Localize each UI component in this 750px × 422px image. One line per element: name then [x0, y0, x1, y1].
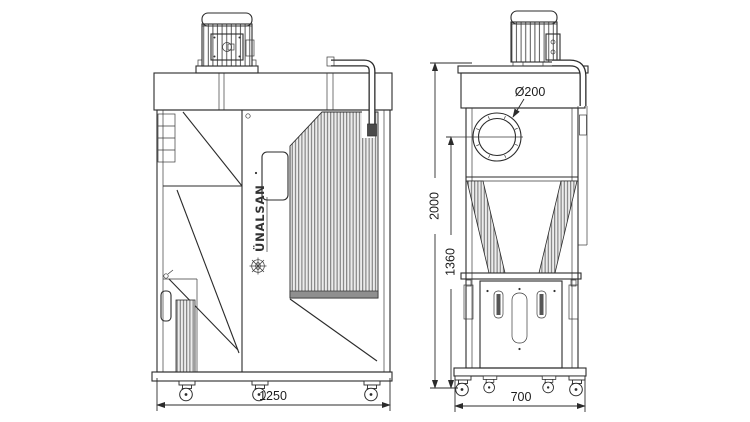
brand-logo-text: ÜNALSAN: [252, 184, 267, 252]
inlet-diameter-label: Ø200: [515, 85, 546, 99]
bin-handle-slot[interactable]: [511, 292, 528, 344]
dim-front-width: 1250: [156, 378, 391, 411]
caster-icon: [363, 380, 381, 402]
inlet-flange-front: [157, 113, 176, 163]
bin-latch-left[interactable]: [463, 284, 474, 320]
dim-inlet-height: 1360: [444, 136, 458, 389]
front-width-label: 1250: [259, 389, 287, 403]
caster-icon: [178, 380, 196, 402]
dim-side-depth: 700: [454, 378, 586, 412]
dust-bin-side: [463, 279, 579, 369]
motor-side: [510, 10, 561, 67]
brand-logo: ÜNALSAN: [249, 184, 268, 275]
filter-cartridge: [289, 111, 379, 362]
gear-icon: [249, 257, 267, 275]
cyclone-chamber: [163, 111, 243, 354]
manometer-pipe-front: [326, 56, 377, 138]
inlet-height-label: 1360: [444, 248, 458, 276]
caster-icon: [568, 375, 586, 397]
hopper-side: [460, 180, 582, 280]
front-view: ÜNALSAN: [151, 12, 393, 411]
body-side: [465, 107, 579, 369]
dim-overall-height: 2000: [428, 62, 472, 389]
top-plenum-front: [153, 72, 393, 111]
overall-height-label: 2000: [428, 192, 442, 220]
drawer-handle[interactable]: [160, 290, 172, 322]
motor-front: [195, 12, 259, 74]
inlet-flange-side: Ø200: [446, 85, 546, 162]
side-depth-label: 700: [511, 390, 532, 404]
manometer-pipe-side: [552, 59, 588, 246]
base-front: [151, 371, 393, 402]
bin-latch-right[interactable]: [568, 284, 579, 320]
dust-drawer-front: [160, 269, 239, 373]
caster-icon: [541, 375, 557, 394]
caster-icon: [482, 375, 498, 394]
caster-icon: [454, 375, 472, 397]
side-view: Ø200: [428, 10, 589, 412]
